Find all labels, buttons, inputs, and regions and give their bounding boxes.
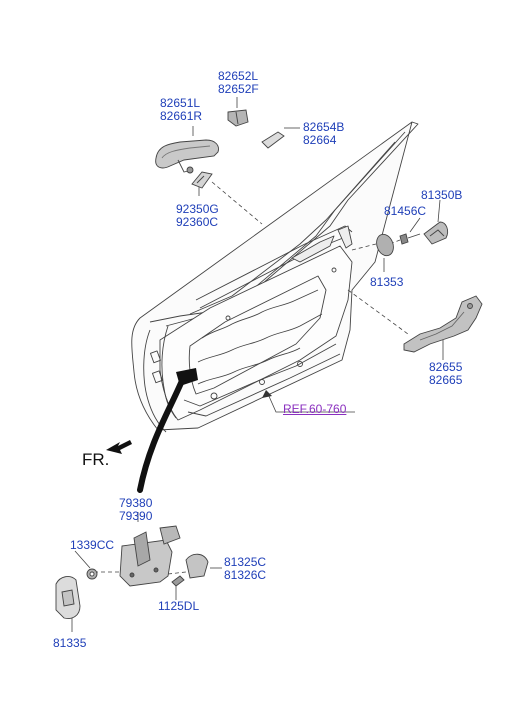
part-number: 82664: [303, 133, 337, 147]
handle-gasket-part: [261, 131, 285, 149]
inside-handle-part: [403, 295, 483, 353]
part-number: 92360C: [176, 215, 219, 229]
part-label-79380[interactable]: 79380 79390: [119, 497, 152, 523]
cylinder-pad-part: [376, 233, 394, 257]
front-direction-arrow: [106, 440, 132, 454]
part-number: 81326C: [224, 568, 267, 582]
latch-cover-part: [185, 553, 209, 579]
door-latch-part: [119, 525, 181, 587]
part-number: 82654B: [303, 120, 345, 134]
ref-arrow-head: [262, 390, 272, 398]
part-label-81353[interactable]: 81353: [370, 276, 403, 289]
part-label-92350[interactable]: 92350G 92360C: [176, 203, 219, 229]
part-number: 82651L: [160, 96, 201, 110]
part-label-82655[interactable]: 82655 82665: [429, 361, 462, 387]
part-label-1125dl[interactable]: 1125DL: [158, 600, 199, 613]
part-number: 81350B: [421, 188, 463, 202]
part-number: 81353: [370, 275, 404, 289]
part-number: 92350G: [176, 202, 219, 216]
part-label-1339cc[interactable]: 1339CC: [70, 539, 114, 552]
part-number: 82655: [429, 360, 463, 374]
striker-part: [55, 576, 81, 619]
handle-seal-part: [191, 171, 213, 189]
part-label-82652[interactable]: 82652L 82652F: [218, 70, 259, 96]
part-number: 1125DL: [158, 599, 200, 613]
part-label-81350[interactable]: 81350B: [421, 189, 462, 202]
door-lock-cylinder-part: [423, 221, 449, 245]
latch-cable-part: [137, 368, 198, 493]
part-number: 79380: [119, 496, 153, 510]
screw-part: [399, 233, 421, 245]
part-number: 82652L: [218, 69, 259, 83]
latch-screw-part: [171, 575, 185, 587]
nut-part: [86, 568, 98, 580]
part-number: 81335: [53, 636, 87, 650]
leader-lines: [71, 97, 444, 632]
front-door-panel: [131, 121, 419, 433]
part-number: 79390: [119, 509, 153, 523]
part-label-81325[interactable]: 81325C 81326C: [224, 556, 266, 582]
part-number: 82652F: [218, 82, 259, 96]
part-number: 81456C: [384, 204, 427, 218]
outside-handle-part: [155, 139, 219, 174]
part-label-81456[interactable]: 81456C: [384, 205, 426, 218]
ref-link[interactable]: REF.60-760: [283, 402, 347, 416]
part-number: 82665: [429, 373, 463, 387]
handle-cap-part: [227, 109, 249, 127]
part-number: 1339CC: [70, 538, 115, 552]
part-label-82651[interactable]: 82651L 82661R: [160, 97, 202, 123]
part-label-81335[interactable]: 81335: [53, 637, 86, 650]
part-number: 82661R: [160, 109, 203, 123]
part-label-82654[interactable]: 82654B 82664: [303, 121, 344, 147]
front-direction-label: FR.: [82, 450, 110, 469]
part-number: 81325C: [224, 555, 267, 569]
